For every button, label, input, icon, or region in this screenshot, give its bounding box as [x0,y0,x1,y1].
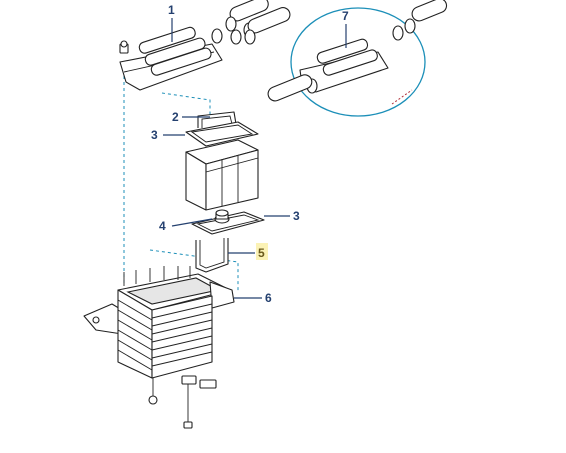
svg-text:3: 3 [293,209,300,223]
callout-3-upper: 3 [151,128,185,142]
svg-text:3: 3 [151,128,158,142]
callout-1: 1 [168,3,175,42]
svg-text:7: 7 [342,9,349,23]
svg-text:6: 6 [265,291,272,305]
svg-text:2: 2 [172,110,179,124]
callout-6: 6 [234,291,272,305]
bracket-bolt [119,40,129,54]
battery-top-pad [185,121,259,147]
bracket-sockets [138,26,212,76]
callout-5: 5 [228,243,268,260]
top-bracket-assembly [119,0,291,91]
tray-ribs [117,299,213,371]
svg-text:4: 4 [159,219,166,233]
battery [185,139,259,211]
callout-2: 2 [172,110,210,124]
callouts: 1 2 3 3 4 5 6 7 [151,3,349,305]
tray-hardware [148,375,217,429]
assembly-guides [123,70,239,292]
inset-circle [290,7,426,117]
inset-variant-detail [267,0,448,117]
battery-tray [83,266,235,429]
hose-tubes [225,0,291,45]
svg-text:1: 1 [168,3,175,17]
tray-studs [123,266,191,286]
callout-5-highlight [256,243,268,260]
svg-text:5: 5 [258,246,265,260]
callout-3-lower: 3 [264,209,300,223]
u-bracket [195,238,229,273]
callout-4: 4 [159,218,213,233]
callout-7: 7 [342,9,349,48]
terminal-fitting [214,209,230,224]
